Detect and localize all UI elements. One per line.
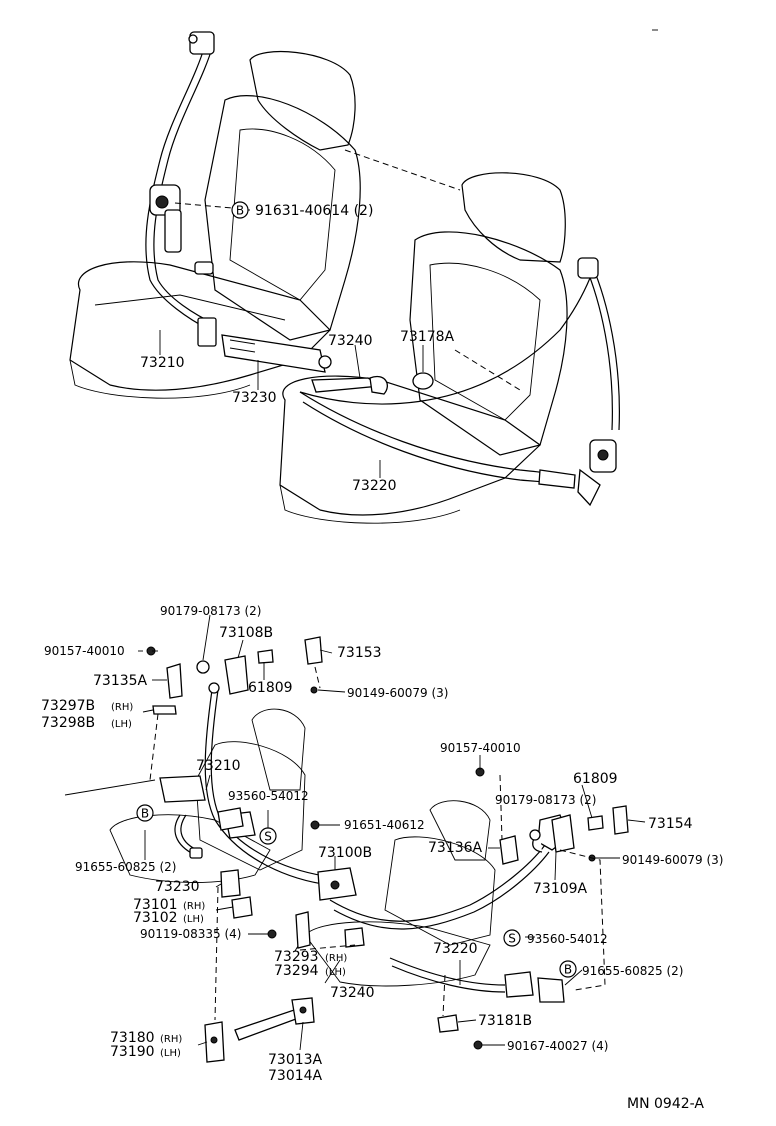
lower-right-seat-drawing [304,800,496,987]
callout-73220-lower: 73220 [433,941,478,957]
callout-73297b: 73297B [41,698,95,714]
left-seat-drawing [69,50,361,399]
upper-illustration: B 91631-40614 (2) 73210 73230 73240 7317… [69,31,620,524]
diagram-code: MN 0942-A [627,1096,704,1112]
svg-text:S: S [264,830,272,844]
lower-leader-lines [142,614,646,1051]
callout-90149-60079-right: 90149-60079 (3) [622,853,724,867]
callout-73013a: 73013A [268,1052,323,1068]
svg-text:B: B [236,204,244,218]
callout-73240-lower: 73240 [330,985,375,1001]
callout-73180-side: (RH) [160,1034,182,1045]
callout-90179-08173-right: 90179-08173 (2) [495,793,597,807]
callout-73101: 73101 [133,897,178,913]
callout-73100b: 73100B [318,845,372,861]
callout-73230-upper: 73230 [232,390,277,406]
upper-leader-lines [159,149,521,478]
callout-73298b-side: (LH) [111,719,132,730]
callout-73135a: 73135A [93,673,148,689]
cover-73178a-drawing [412,372,434,390]
callout-91655-60825-right: 91655-60825 (2) [582,964,684,978]
callout-90157-40010-right: 90157-40010 [440,741,521,755]
callout-73102-side: (LH) [183,914,204,925]
lower-left-seat-drawing [64,708,306,883]
lower-small-parts [138,636,629,1050]
left-seat-belt-73210 [145,31,217,347]
callout-73153: 73153 [337,645,382,661]
callout-73014a: 73014A [268,1068,323,1084]
callout-73136a: 73136A [428,840,483,856]
callout-73298b: 73298B [41,715,95,731]
callout-73210-upper: 73210 [140,355,185,371]
badge-b-lower-left: B [136,804,154,822]
callout-73181b: 73181B [478,1013,532,1029]
lower-illustration: B S S B 90179-08173 (2) 73108B 73153 901… [41,604,724,1084]
badge-b-lower-right: B [559,960,577,978]
buckle-73240-drawing [311,375,388,395]
callout-73240-upper: 73240 [328,333,373,349]
callout-73230-lower: 73230 [155,879,200,895]
badge-s-lower-left: S [259,827,277,845]
callout-61809-right: 61809 [573,771,618,787]
callout-90167-40027: 90167-40027 (4) [507,1039,609,1053]
callout-73220-upper: 73220 [352,478,397,494]
callout-90157-40010-left: 90157-40010 [44,644,125,658]
callout-73294: 73294 [274,963,319,979]
callout-73293: 73293 [274,949,319,965]
callout-73190-side: (LH) [160,1048,181,1059]
svg-text:S: S [508,932,516,946]
lower-belt-73210 [159,682,333,886]
callout-73108b: 73108B [219,625,273,641]
callout-91651-40612: 91651-40612 [344,818,425,832]
callout-73294-side: (LH) [325,967,346,978]
buckle-73230-drawing [221,334,332,373]
callout-90149-60079-left: 90149-60079 (3) [347,686,449,700]
badge-s-lower-right: S [503,929,521,947]
callout-73297b-side: (RH) [111,702,133,713]
callout-73180: 73180 [110,1030,155,1046]
callout-90119-08335: 90119-08335 (4) [140,927,242,941]
callout-93560-54012-left: 93560-54012 [228,789,309,803]
callout-73178a: 73178A [400,329,455,345]
callout-73190: 73190 [110,1044,155,1060]
callout-73102: 73102 [133,910,178,926]
callout-73293-side: (RH) [325,953,347,964]
callout-73101-side: (RH) [183,901,205,912]
badge-b-upper: B [231,201,249,219]
callout-91655-60825-left: 91655-60825 (2) [75,860,177,874]
lower-anchor-73013a [204,997,315,1063]
svg-text:B: B [564,963,572,977]
right-seat-drawing [279,172,568,524]
callout-73109a: 73109A [533,881,588,897]
callout-93560-54012-right: 93560-54012 [527,932,608,946]
callout-73210-lower: 73210 [196,758,241,774]
callout-73154: 73154 [648,816,693,832]
callout-91631-40614: 91631-40614 (2) [255,203,373,219]
right-seat-belt-73220 [299,257,620,507]
callout-90179-08173-left: 90179-08173 (2) [160,604,262,618]
svg-text:B: B [141,807,149,821]
callout-61809-left: 61809 [248,680,293,696]
